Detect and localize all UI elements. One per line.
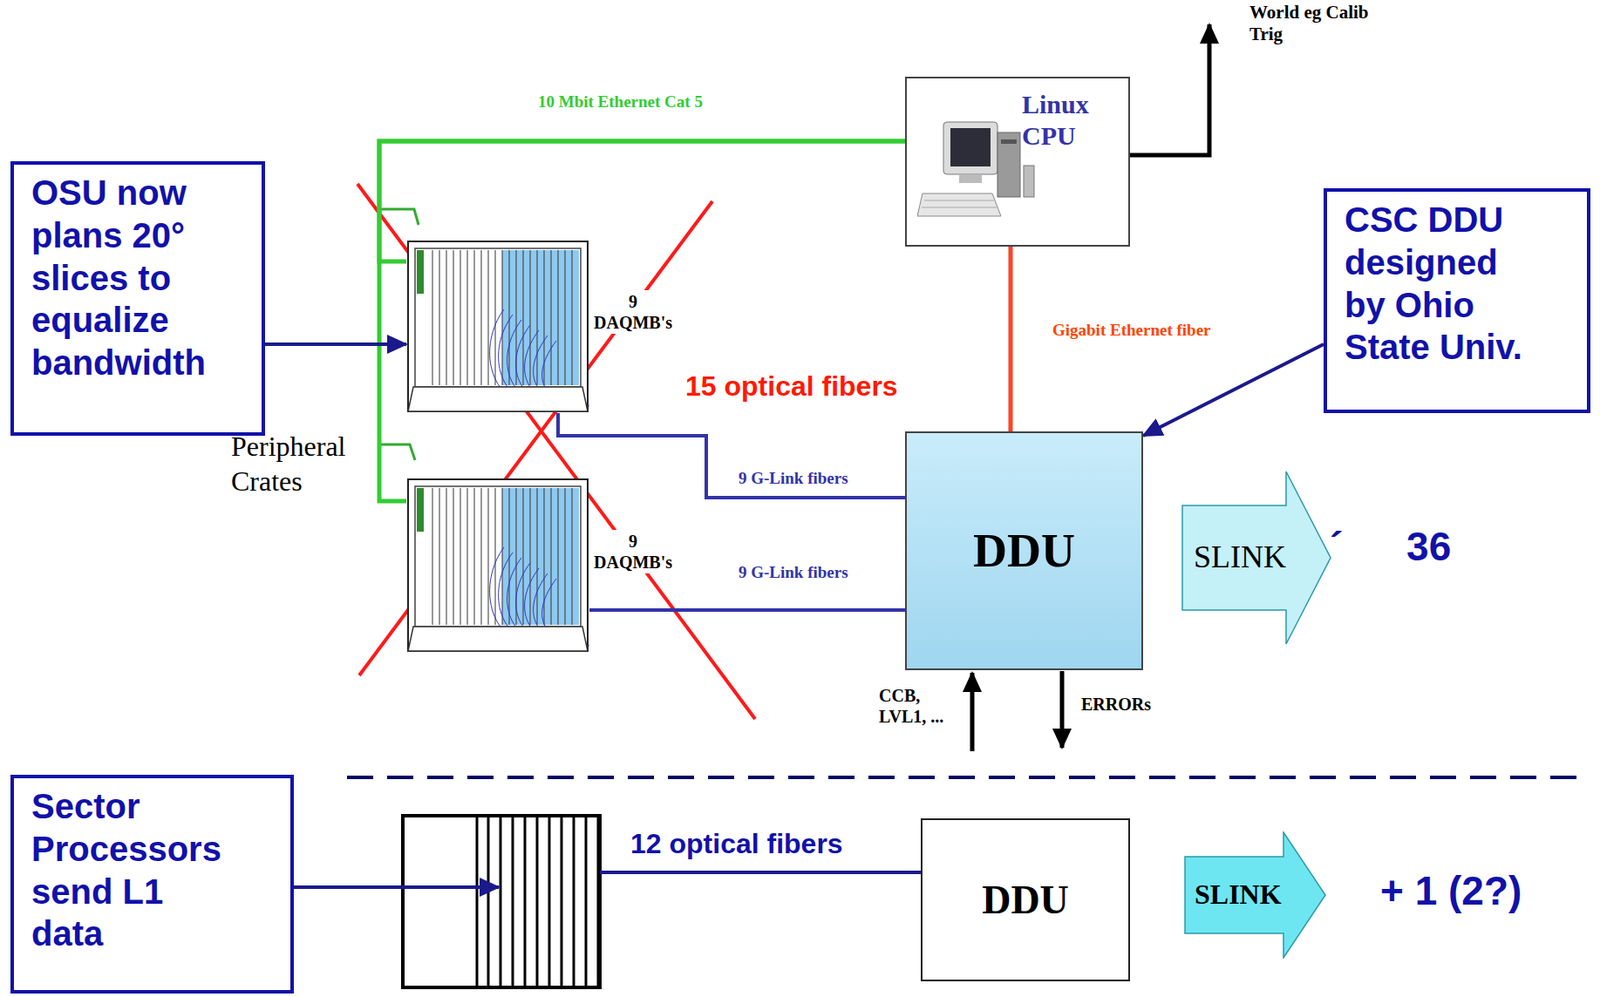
ccb-arrow [970,673,975,752]
connector [1143,344,1324,436]
node-text: SLINK [1193,538,1287,576]
node-text: OSU now plans 20° slices to equalize ban… [31,171,250,385]
node-text: 9 DAQMB's [591,290,675,334]
red-cross [359,201,713,676]
node-text: DDU [981,877,1069,924]
peripheral-crate: 9 DAQMB's [406,477,590,654]
fiber-count: 12 optical fibers [630,828,844,861]
edge-label: Gigabit Ethernet fiber [1050,320,1213,341]
connector [589,608,906,613]
edge-label: 9 G-Link fibers [736,469,851,489]
world-arrow [1130,24,1210,156]
ddu-box: DDU [905,431,1144,671]
node-text: SLINK [1194,878,1282,912]
edge-label: 10 Mbit Ethernet Cat 5 [536,92,705,112]
signal-names: CCB, LVL1, ... [878,685,945,728]
connector [1008,246,1014,432]
callout-box: OSU now plans 20° slices to equalize ban… [10,161,266,436]
node-text: Sector Processors send L1 data [31,785,230,956]
node-text: 9 DAQMB's [591,530,675,574]
sector-crate [402,816,600,988]
note-text: World eg Calib Trig [1249,1,1372,46]
callout-box: Sector Processors send L1 data [10,775,294,995]
signal-name: ERRORs [1081,694,1151,715]
ddu-box: DDU [920,818,1131,982]
part-name: Peripheral Crates [231,428,389,499]
node-text: Linux CPU [1021,88,1118,152]
edge-label: 9 G-Link fibers [736,563,851,583]
crate-drawing [406,477,590,654]
callout-box: CSC DDU designed by Ohio State Univ. [1323,188,1591,414]
fiber-count: 15 optical fibers [685,370,899,403]
multiplicity: + 1 (2?) [1380,867,1522,915]
separator [347,776,1577,780]
fiber-line [599,871,921,875]
slink-arrow: SLINK [1181,470,1332,646]
multiplicity: ´ 36 [1329,523,1451,571]
errors-arrow [1060,671,1065,749]
connector [379,141,906,502]
node-text: DDU [973,524,1076,579]
cpu-box: Linux CPU [905,76,1131,247]
connector [265,342,407,347]
node-text: CSC DDU designed by Ohio State Univ. [1344,198,1548,369]
slink-arrow: SLINK [1184,831,1327,960]
crate-drawing [406,239,590,414]
connector [558,413,906,498]
red-cross [357,183,756,720]
callout-arrow [293,885,499,890]
peripheral-crate: 9 DAQMB's [406,239,590,414]
